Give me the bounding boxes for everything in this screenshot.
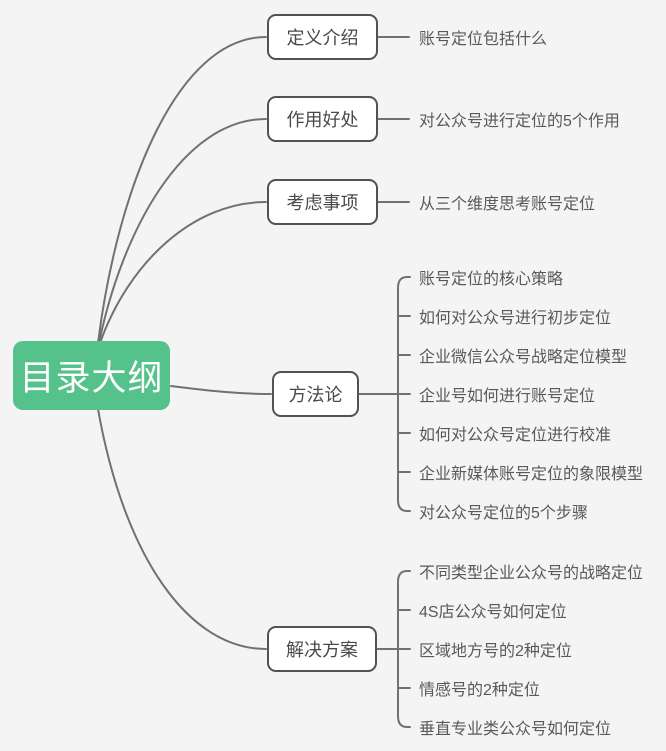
leaf-node[interactable]: 情感号的2种定位 bbox=[419, 682, 540, 699]
leaf-node[interactable]: 4S店公众号如何定位 bbox=[419, 604, 567, 621]
leaf-node[interactable]: 账号定位包括什么 bbox=[419, 31, 548, 48]
leaf-node[interactable]: 从三个维度思考账号定位 bbox=[419, 196, 596, 213]
leaf-node[interactable]: 账号定位的核心策略 bbox=[419, 271, 564, 288]
leaf-node[interactable]: 企业微信公众号战略定位模型 bbox=[419, 349, 628, 366]
leaf-node[interactable]: 对公众号定位的5个步骤 bbox=[419, 505, 588, 522]
edge-root-to-considerations bbox=[99, 201, 267, 344]
leaf-node[interactable]: 企业新媒体账号定位的象限模型 bbox=[419, 466, 644, 483]
leaf-node[interactable]: 如何对公众号定位进行校准 bbox=[419, 427, 612, 444]
trunk-methodology bbox=[397, 276, 411, 512]
branch-node-solutions[interactable]: 解决方案 bbox=[267, 626, 377, 672]
edge-root-to-benefits bbox=[98, 118, 267, 344]
root-node[interactable]: 目录大纲 bbox=[13, 341, 170, 410]
branch-node-considerations[interactable]: 考虑事项 bbox=[267, 179, 378, 225]
leaf-node[interactable]: 企业号如何进行账号定位 bbox=[419, 388, 596, 405]
branch-node-methodology[interactable]: 方法论 bbox=[272, 371, 359, 417]
edge-root-to-solutions bbox=[97, 408, 267, 650]
edge-root-to-definition bbox=[97, 36, 267, 344]
leaf-node[interactable]: 垂直专业类公众号如何定位 bbox=[419, 721, 612, 738]
branch-node-definition[interactable]: 定义介绍 bbox=[267, 14, 378, 60]
leaf-node[interactable]: 区域地方号的2种定位 bbox=[419, 643, 572, 660]
leaf-node[interactable]: 如何对公众号进行初步定位 bbox=[419, 310, 612, 327]
leaf-node[interactable]: 对公众号进行定位的5个作用 bbox=[419, 113, 620, 130]
branch-node-benefits[interactable]: 作用好处 bbox=[267, 96, 378, 142]
edge-root-to-methodology bbox=[170, 385, 272, 395]
leaf-node[interactable]: 不同类型企业公众号的战略定位 bbox=[419, 565, 644, 582]
trunk-solutions bbox=[397, 570, 411, 728]
